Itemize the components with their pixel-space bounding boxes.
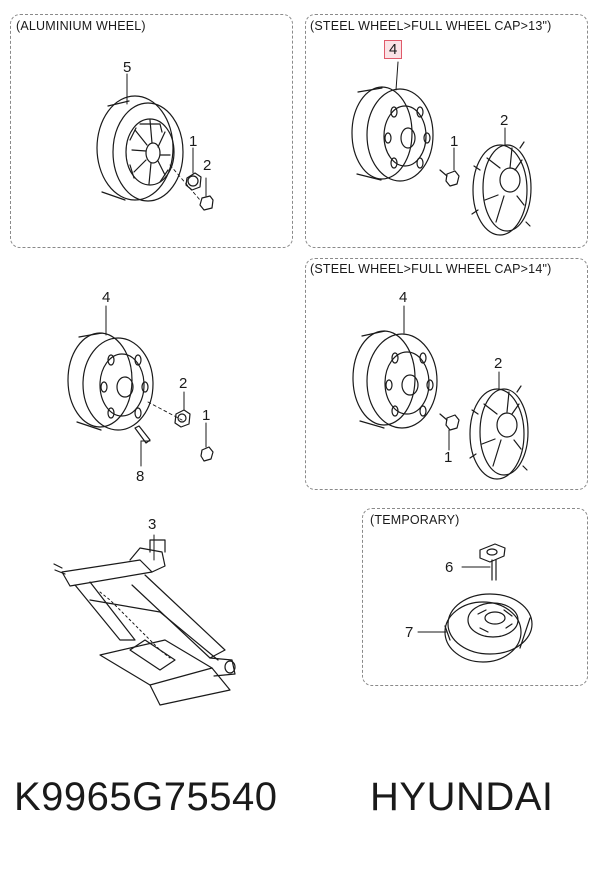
callout-temporary-bolt: 6 xyxy=(445,559,454,576)
callout-steel13-nut: 1 xyxy=(450,133,459,150)
callout-steel14-cap: 2 xyxy=(494,355,503,372)
steel14-nut-drawing xyxy=(439,413,460,451)
steel13-cap-drawing xyxy=(471,127,532,236)
steel14-cap-drawing xyxy=(469,371,529,480)
brand-name: HYUNDAI xyxy=(370,775,554,819)
panel-steel-wheel-14 xyxy=(305,258,588,490)
aluminium-wheel-drawing xyxy=(96,73,184,202)
panel-title-temporary: (TEMPORARY) xyxy=(370,513,460,527)
panel-title-steel-13: (STEEL WHEEL>FULL WHEEL CAP>13") xyxy=(310,19,552,33)
std-valve-drawing xyxy=(134,425,151,467)
callout-aluminium-nut: 1 xyxy=(189,133,198,150)
aluminium-nut-drawing xyxy=(185,147,202,191)
callout-steel13-wheel: 4 xyxy=(384,40,403,59)
callout-temporary-wheel: 7 xyxy=(405,624,414,641)
std-wheel-drawing xyxy=(67,305,183,431)
steel14-wheel-drawing xyxy=(352,305,438,429)
panel-aluminium-wheel xyxy=(10,14,293,248)
std-cap-nut-drawing xyxy=(174,391,191,428)
jack-drawing xyxy=(53,534,236,706)
aluminium-bolt-drawing xyxy=(169,164,214,211)
callout-std-valve: 8 xyxy=(136,468,145,485)
steel13-nut-drawing xyxy=(439,147,460,187)
callout-aluminium-wheel: 5 xyxy=(123,59,132,76)
std-bolt-drawing xyxy=(200,422,214,462)
panel-temporary xyxy=(362,508,588,686)
callout-jack: 3 xyxy=(148,516,157,533)
panel-steel-wheel-13 xyxy=(305,14,588,248)
panel-title-aluminium: (ALUMINIUM WHEEL) xyxy=(16,19,146,33)
temporary-wheel-drawing xyxy=(417,593,533,663)
callout-std-cap: 2 xyxy=(179,375,188,392)
callout-steel14-nut: 1 xyxy=(444,449,453,466)
callout-std-nut: 1 xyxy=(202,407,211,424)
callout-aluminium-cap: 2 xyxy=(203,157,212,174)
steel13-wheel-drawing xyxy=(351,61,434,182)
callout-steel13-cap: 2 xyxy=(500,112,509,129)
callout-steel14-wheel: 4 xyxy=(399,289,408,306)
temporary-bolt-drawing xyxy=(461,543,506,581)
panel-title-steel-14: (STEEL WHEEL>FULL WHEEL CAP>14") xyxy=(310,262,552,276)
callout-std-wheel: 4 xyxy=(102,289,111,306)
part-number: K9965G75540 xyxy=(14,775,278,819)
